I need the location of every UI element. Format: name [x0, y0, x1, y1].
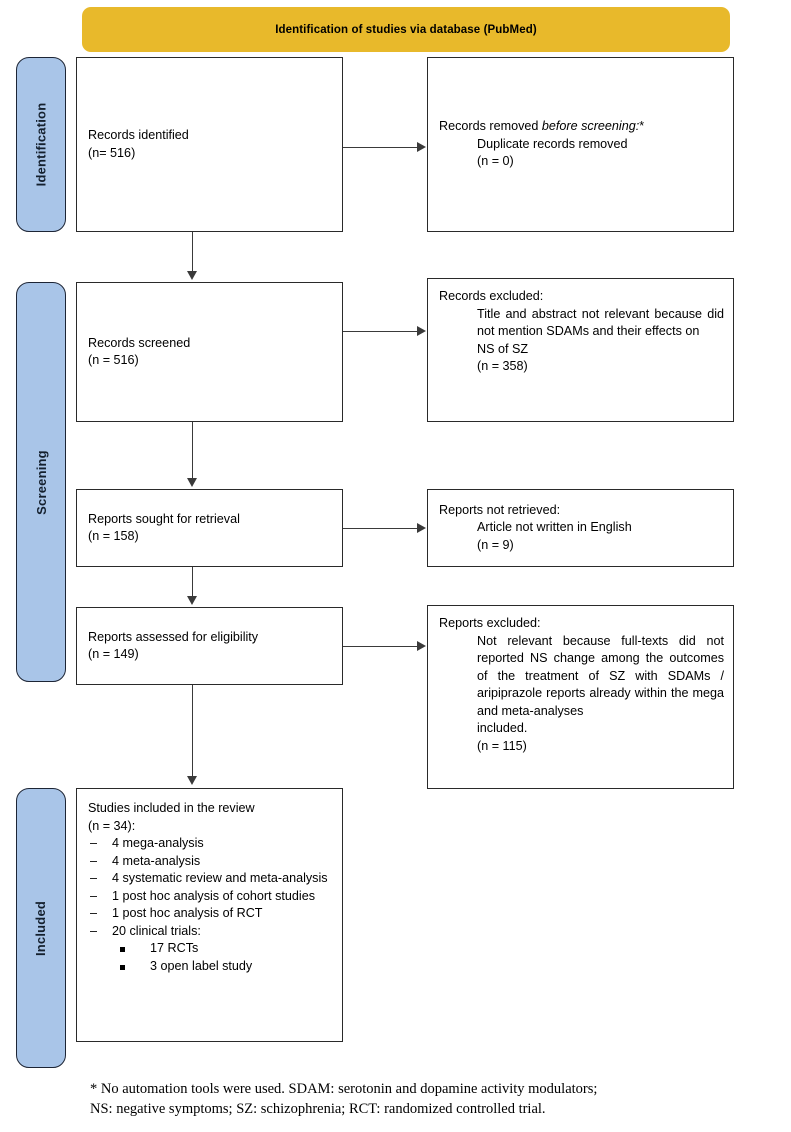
arrow-right-icon	[417, 325, 426, 336]
list-item-label: 4 meta-analysis	[112, 853, 201, 868]
footnote-line2: NS: negative symptoms; SZ: schizophrenia…	[90, 1100, 546, 1117]
records-removed-heading-italic: before screening:	[541, 119, 640, 134]
arrow-down-icon	[186, 478, 197, 487]
records-screened-count: (n = 516)	[88, 353, 139, 367]
reports-sought-line1: Reports sought for retrieval	[88, 511, 240, 526]
box-records-identified: Records identified (n= 516)	[76, 57, 343, 232]
arrow-down-icon	[186, 596, 197, 605]
dash-bullet-icon: –	[90, 906, 98, 920]
arrow-right-icon	[417, 522, 426, 533]
arrow-down-icon	[186, 271, 197, 280]
studies-included-count: (n = 34):	[88, 818, 136, 833]
list-item-label: 17 RCTs	[150, 941, 199, 955]
list-item-label: 20 clinical trials:	[112, 923, 201, 938]
list-item-label: 1 post hoc analysis of cohort studies	[112, 888, 316, 903]
studies-included-list: –4 mega-analysis –4 meta-analysis –4 sys…	[88, 835, 334, 940]
dash-bullet-icon: –	[90, 836, 98, 850]
list-item-label: 4 systematic review and meta-analysis	[112, 871, 328, 885]
list-item-label: 3 open label study	[150, 958, 253, 973]
connector-assessed-to-studies-included	[192, 685, 194, 778]
records-excluded-body: Title and abstract not relevant because …	[477, 306, 724, 339]
connector-sought-to-assessed	[192, 567, 194, 598]
reports-not-retrieved-heading: Reports not retrieved:	[439, 502, 561, 517]
stage-tab-included-label: Included	[33, 900, 49, 956]
connector-screened-to-excluded	[343, 331, 418, 333]
dash-bullet-icon: –	[90, 853, 98, 868]
box-reports-not-retrieved: Reports not retrieved: Article not writt…	[427, 489, 734, 567]
records-excluded-count: (n = 358)	[477, 359, 528, 373]
arrow-right-icon	[417, 141, 426, 152]
records-removed-count: (n = 0)	[477, 154, 514, 169]
reports-assessed-count: (n = 149)	[88, 647, 139, 661]
arrow-down-icon	[186, 776, 197, 785]
phase-banner-title: Identification of studies via database (…	[275, 23, 537, 36]
list-item: –4 systematic review and meta-analysis	[88, 870, 334, 888]
reports-excluded-body: Not relevant because full-texts did not …	[477, 633, 724, 718]
studies-included-line1: Studies included in the review	[88, 801, 255, 815]
footnote: * No automation tools were used. SDAM: s…	[90, 1080, 730, 1119]
reports-not-retrieved-body: Article not written in English	[477, 520, 632, 535]
box-records-removed-before-screening: Records removed before screening:* Dupli…	[427, 57, 734, 232]
dash-bullet-icon: –	[90, 871, 98, 885]
square-bullet-icon	[120, 964, 125, 970]
stage-tab-included: Included	[16, 788, 66, 1068]
box-records-excluded: Records excluded: Title and abstract not…	[427, 278, 734, 422]
box-reports-excluded: Reports excluded: Not relevant because f…	[427, 605, 734, 789]
records-identified-line1: Records identified	[88, 128, 189, 142]
list-item-label: 4 mega-analysis	[112, 836, 204, 850]
list-item: –4 mega-analysis	[88, 835, 334, 853]
dash-bullet-icon: –	[90, 888, 98, 903]
footnote-line1: * No automation tools were used. SDAM: s…	[90, 1081, 598, 1097]
reports-excluded-body-last: included.	[477, 720, 724, 738]
stage-tab-screening-label: Screening	[33, 449, 49, 515]
records-removed-heading-prefix: Records removed	[439, 119, 542, 134]
list-item-label: 1 post hoc analysis of RCT	[112, 906, 263, 920]
records-excluded-body-last: NS of SZ	[477, 341, 529, 356]
reports-assessed-line1: Reports assessed for eligibility	[88, 629, 259, 644]
reports-excluded-heading: Reports excluded:	[439, 616, 541, 630]
records-removed-body: Duplicate records removed	[477, 136, 628, 151]
records-identified-count: (n= 516)	[88, 145, 136, 160]
list-item: –4 meta-analysis	[88, 853, 334, 871]
reports-not-retrieved-count: (n = 9)	[477, 537, 514, 552]
list-item: 3 open label study	[88, 958, 334, 976]
box-reports-sought-for-retrieval: Reports sought for retrieval (n = 158)	[76, 489, 343, 567]
dash-bullet-icon: –	[90, 923, 98, 938]
records-removed-heading-suffix: *	[639, 119, 645, 134]
connector-identified-to-removed	[343, 147, 418, 149]
records-excluded-heading: Records excluded:	[439, 289, 544, 303]
records-screened-line1: Records screened	[88, 335, 191, 350]
box-reports-assessed-for-eligibility: Reports assessed for eligibility (n = 14…	[76, 607, 343, 685]
stage-tab-identification-label: Identification	[33, 102, 49, 187]
list-item: –1 post hoc analysis of cohort studies	[88, 888, 334, 906]
reports-sought-count: (n = 158)	[88, 529, 139, 543]
phase-banner-identification: Identification of studies via database (…	[82, 7, 730, 52]
arrow-right-icon	[417, 640, 426, 651]
stage-tab-identification: Identification	[16, 57, 66, 232]
box-studies-included-in-review: Studies included in the review (n = 34):…	[76, 788, 343, 1042]
list-item: 17 RCTs	[88, 940, 334, 958]
reports-excluded-count: (n = 115)	[477, 738, 527, 753]
connector-screened-to-sought	[192, 422, 194, 480]
list-item: –20 clinical trials:	[88, 923, 334, 941]
reports-excluded-body-last-text: included.	[477, 721, 528, 735]
connector-assessed-to-reports-excluded	[343, 646, 418, 648]
connector-identified-to-screened	[192, 232, 194, 273]
connector-sought-to-not-retrieved	[343, 528, 418, 530]
box-records-screened: Records screened (n = 516)	[76, 282, 343, 422]
stage-tab-screening: Screening	[16, 282, 66, 682]
studies-included-sublist: 17 RCTs 3 open label study	[88, 940, 334, 975]
list-item: –1 post hoc analysis of RCT	[88, 905, 334, 923]
square-bullet-icon	[120, 947, 125, 952]
records-removed-heading: Records removed before screening:*	[439, 118, 644, 136]
